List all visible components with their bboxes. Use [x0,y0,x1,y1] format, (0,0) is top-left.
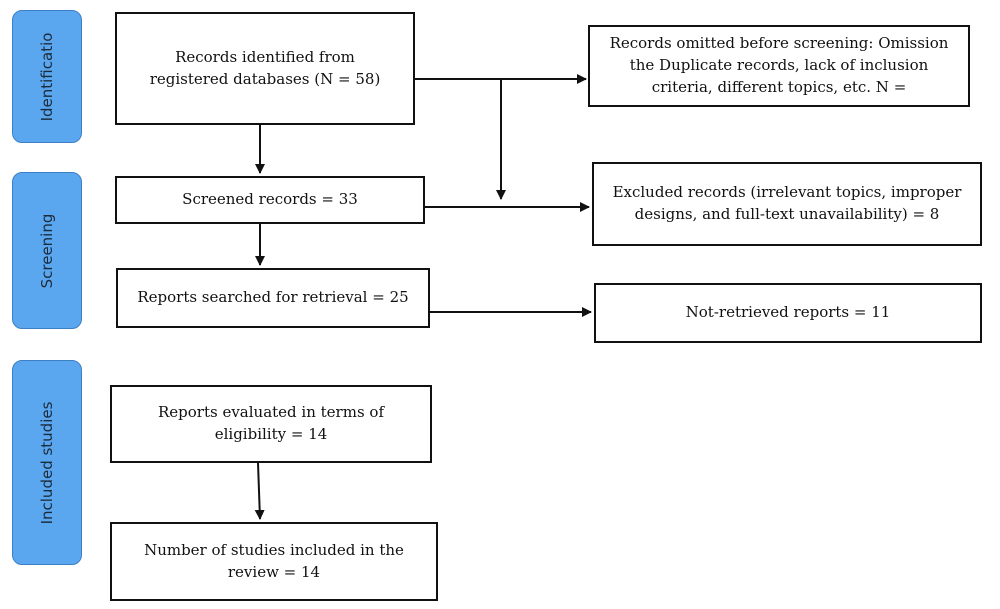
box-records-identified: Records identified from registered datab… [115,12,415,125]
phase-screening: Screening [12,172,82,329]
box-screened-records: Screened records = 33 [115,176,425,224]
box-reports-evaluated: Reports evaluated in terms of eligibilit… [110,385,432,463]
box-not-retrieved: Not-retrieved reports = 11 [594,283,982,343]
arrow-evaluated-to-included [254,462,265,520]
box-studies-included: Number of studies included in the review… [110,522,438,601]
box-records-omitted: Records omitted before screening: Omissi… [588,25,970,107]
phase-included: Included studies [12,360,82,565]
box-reports-searched: Reports searched for retrieval = 25 [116,268,430,328]
box-excluded-records: Excluded records (irrelevant topics, imp… [592,162,982,246]
phase-identification: Identificatio [12,10,82,143]
